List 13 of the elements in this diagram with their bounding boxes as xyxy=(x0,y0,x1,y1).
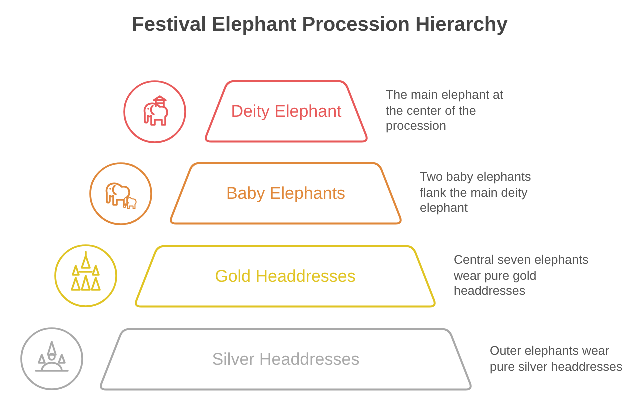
pyramid-tier xyxy=(168,162,404,225)
description-text: Two baby elephants flank the main deity elephant xyxy=(420,170,532,217)
pyramid-tier xyxy=(203,80,370,143)
tier-label: Deity Elephant xyxy=(231,102,342,122)
pyramid-tier xyxy=(133,245,438,308)
description-text: The main elephant at the center of the procession xyxy=(386,88,504,135)
description-text: Outer elephants wear pure silver headdresses xyxy=(490,344,624,375)
tier-label: Baby Elephants xyxy=(226,184,346,204)
tier-label: Silver Headdresses xyxy=(212,350,360,370)
pyramid-tier xyxy=(98,328,474,391)
description-text: Central seven elephants wear pure gold headdresses xyxy=(454,253,590,300)
tier-label: Gold Headdresses xyxy=(215,266,356,286)
diagram-title: Festival Elephant Procession Hierarchy xyxy=(132,14,508,37)
